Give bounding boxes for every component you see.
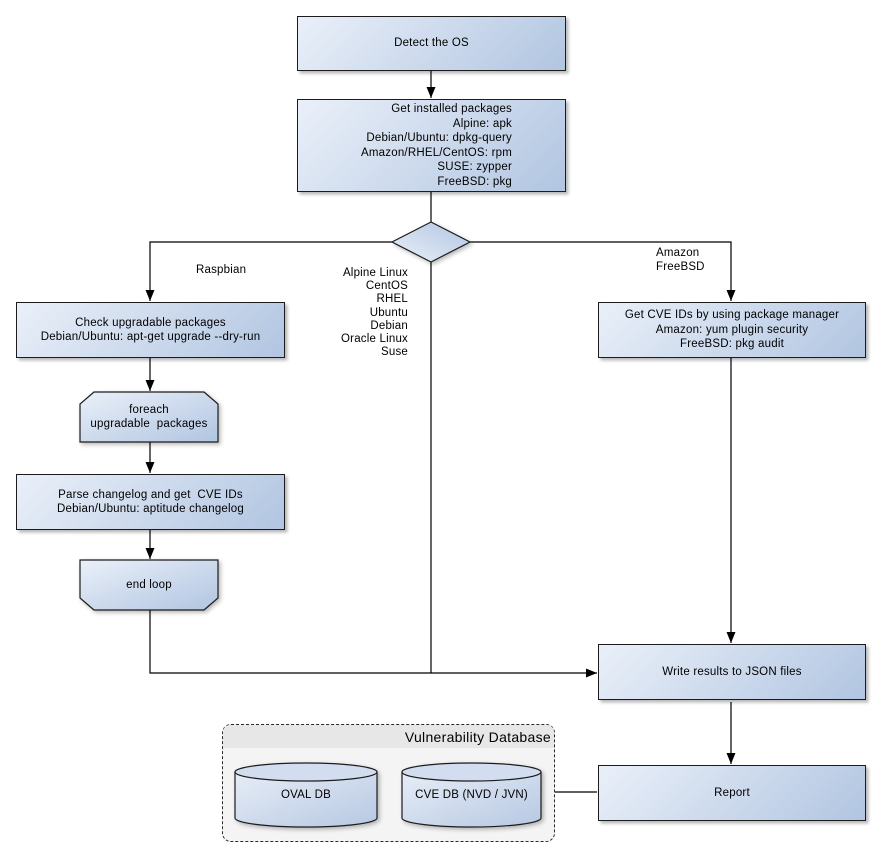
edge-decision-to-getcve-amazon: [470, 241, 736, 301]
edge-label-direct-os-list: Alpine Linux CentOS RHEL Ubuntu Debian O…: [341, 267, 408, 359]
vulnerability-database-title: Vulnerability Database: [404, 728, 551, 745]
node-get-installed-packages: Get installed packages Alpine: apk Debia…: [297, 99, 566, 192]
edge-label-amazon-freebsd: Amazon FreeBSD: [656, 247, 705, 273]
os-decision-diamond: [390, 221, 472, 263]
foreach-loop-shape: [79, 391, 219, 443]
node-check-upgradable-packages: Check upgradable packages Debian/Ubuntu:…: [16, 302, 285, 358]
node-report: Report: [598, 765, 866, 821]
node-write-results-json: Write results to JSON files: [598, 644, 866, 700]
vulnerability-database-header: Vulnerability Database: [223, 725, 554, 748]
edge-decision-to-check-raspbian: [145, 241, 392, 301]
edge-label-raspbian: Raspbian: [196, 264, 247, 276]
node-get-cve-ids: Get CVE IDs by using package manager Ama…: [598, 302, 866, 358]
edge-endloop-to-writeresults: [149, 610, 597, 678]
node-detect-os: Detect the OS: [297, 16, 566, 71]
oval-db-cylinder: [234, 762, 378, 828]
cve-db-cylinder: [401, 762, 542, 828]
end-loop-shape: [79, 559, 219, 611]
edges: [145, 71, 736, 793]
node-parse-changelog: Parse changelog and get CVE IDs Debian/U…: [16, 474, 285, 530]
